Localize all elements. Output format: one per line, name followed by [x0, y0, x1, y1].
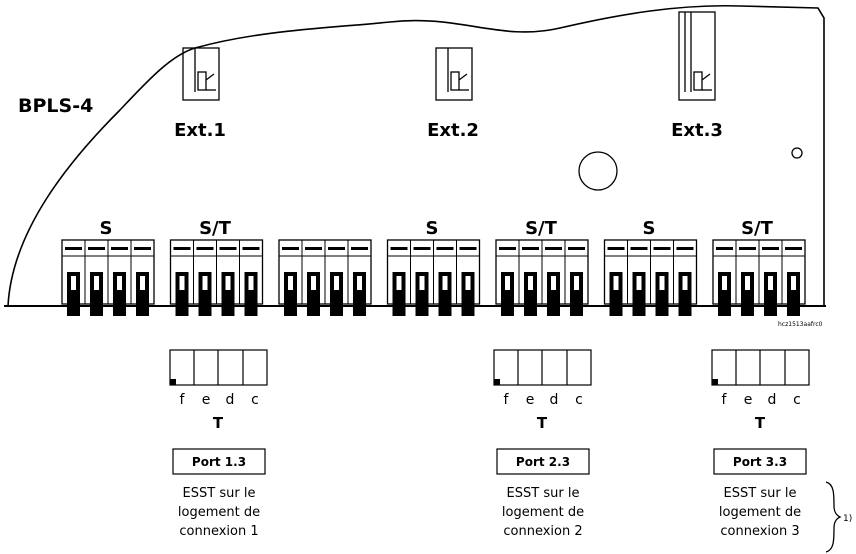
connector-pin	[653, 247, 671, 316]
port-2-desc-3: connexion 2	[503, 524, 582, 539]
connector-block-4	[386, 239, 481, 316]
port-3-desc-3: connexion 3	[720, 524, 799, 539]
connector-pin	[134, 247, 151, 316]
connector-pin	[65, 247, 82, 316]
port-2-desc-2: logement de	[502, 505, 584, 520]
port-3: f e d c T Port 3.3 ESST sur le logement …	[711, 349, 810, 539]
connector-pin	[351, 247, 368, 316]
port-1-desc-3: connexion 1	[179, 524, 258, 539]
connector-label-2: S/T	[199, 218, 232, 239]
port-1-name: Port 1.3	[192, 455, 246, 469]
port-3-letter-d: d	[768, 392, 777, 408]
connector-pin	[630, 247, 648, 316]
port-2: f e d c T Port 2.3 ESST sur le logement …	[493, 349, 592, 539]
port-2-letter-d: d	[550, 392, 559, 408]
connector-pin	[607, 247, 625, 316]
small-hole	[791, 147, 803, 159]
connector-pin	[242, 247, 260, 316]
mounting-hole	[578, 151, 618, 191]
connector-pin	[716, 247, 733, 316]
port-2-desc-1: ESST sur le	[507, 486, 580, 501]
port-2-name-box	[496, 448, 590, 475]
connector-pin	[499, 247, 516, 316]
connector-block-1	[61, 239, 155, 316]
board-outline	[7, 4, 825, 307]
connector-label-6: S	[643, 218, 656, 239]
connector-pin	[676, 247, 694, 316]
connector-pin	[522, 247, 539, 316]
connector-pin	[762, 247, 779, 316]
connector-pin	[545, 247, 562, 316]
connector-block-5	[495, 239, 589, 316]
port-1-letter-d: d	[226, 392, 235, 408]
connector-block-7	[712, 239, 806, 316]
port-1-switch-marker	[170, 379, 176, 385]
connector-pin	[305, 247, 322, 316]
connector-pin	[390, 247, 408, 316]
connector-pin	[459, 247, 477, 316]
port-1: f e d c T Port 1.3 ESST sur le logement …	[169, 349, 268, 539]
port-3-type: T	[755, 414, 766, 432]
footnote-marker: 1)	[843, 514, 852, 524]
port-3-name: Port 3.3	[733, 455, 787, 469]
connector-block-3	[278, 239, 372, 316]
port-1-type: T	[213, 414, 224, 432]
port-2-letter-f: f	[504, 392, 510, 408]
port-1-letter-e: e	[202, 392, 211, 408]
connector-label-5: S/T	[525, 218, 558, 239]
connector-label-7: S/T	[741, 218, 774, 239]
connector-pin	[436, 247, 454, 316]
connector-pin	[785, 247, 802, 316]
connector-pin	[219, 247, 237, 316]
connector-pin	[568, 247, 585, 316]
connector-labels: S S/T S S/T S S/T	[100, 218, 774, 239]
connector-pin	[328, 247, 345, 316]
board-code: hcz1513aafrc0	[778, 321, 823, 328]
ext-slot-1	[182, 47, 220, 101]
port-3-letter-e: e	[744, 392, 753, 408]
port-2-letter-c: c	[575, 392, 583, 408]
ext-slot-3	[678, 11, 716, 101]
port-3-name-box	[713, 448, 807, 475]
port-3-switch-marker	[712, 379, 718, 385]
connector-pin	[282, 247, 299, 316]
ext-slot-2	[435, 47, 473, 101]
port-3-letter-f: f	[722, 392, 728, 408]
port-3-desc-2: logement de	[719, 505, 801, 520]
port-3-letter-c: c	[793, 392, 801, 408]
connector-label-4: S	[426, 218, 439, 239]
connector-label-1: S	[100, 218, 113, 239]
ext-label-2: Ext.2	[427, 120, 479, 141]
connector-block-2	[169, 239, 264, 316]
connector-pin	[88, 247, 105, 316]
connector-pin	[173, 247, 191, 316]
connector-pin	[196, 247, 214, 316]
port-3-desc-1: ESST sur le	[724, 486, 797, 501]
ext-label-3: Ext.3	[671, 120, 723, 141]
footnote-brace	[825, 481, 842, 553]
port-2-type: T	[537, 414, 548, 432]
ext-label-1: Ext.1	[174, 120, 226, 141]
connector-blocks	[61, 239, 806, 316]
port-1-letter-f: f	[180, 392, 186, 408]
connector-pin	[413, 247, 431, 316]
port-1-letter-c: c	[251, 392, 259, 408]
port-2-switch-marker	[494, 379, 500, 385]
connector-pin	[111, 247, 128, 316]
connector-block-6	[603, 239, 698, 316]
port-1-name-box	[172, 448, 266, 475]
port-1-desc-2: logement de	[178, 505, 260, 520]
board-label: BPLS-4	[18, 95, 93, 117]
connector-pin	[739, 247, 756, 316]
port-2-name: Port 2.3	[516, 455, 570, 469]
port-2-letter-e: e	[526, 392, 535, 408]
port-1-desc-1: ESST sur le	[183, 486, 256, 501]
